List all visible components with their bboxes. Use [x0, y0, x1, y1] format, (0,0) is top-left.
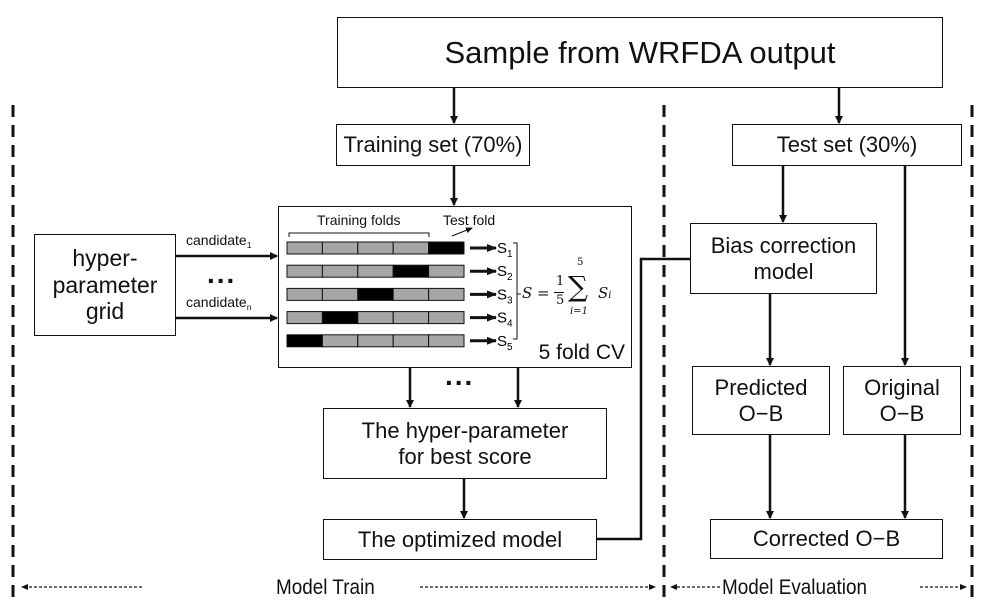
- training-set-box: Training set (70%): [336, 124, 530, 166]
- train-fold-segment: [357, 241, 394, 255]
- train-fold-segment: [357, 334, 394, 348]
- formula-sum-lower: i=1: [570, 306, 588, 317]
- predicted-line-2: O−B: [738, 400, 784, 426]
- candidate-ellipsis: ...: [207, 258, 237, 289]
- cv-formula: S = 1 5 5 ∑ i=1 Si: [522, 257, 626, 342]
- optimized-model-box: The optimized model: [323, 519, 597, 560]
- fold-score-label: S1: [497, 240, 513, 260]
- source-box-label: Sample from WRFDA output: [444, 34, 836, 70]
- formula-frac-num: 1: [556, 274, 565, 289]
- train-fold-segment: [321, 287, 359, 301]
- test-fold-segment: [321, 311, 359, 325]
- fold-score-label: S3: [497, 286, 513, 306]
- test-fold-label: Test fold: [443, 212, 496, 228]
- train-fold-segment: [286, 241, 323, 255]
- optimized-model-label: The optimized model: [357, 526, 563, 552]
- candidate-n-text: candidate: [186, 294, 247, 310]
- train-fold-segment: [286, 287, 323, 301]
- test-set-box: Test set (30%): [732, 124, 962, 166]
- train-fold-segment: [428, 311, 465, 325]
- train-fold-segment: [357, 311, 394, 325]
- train-fold-segment: [321, 241, 359, 255]
- train-fold-segment: [286, 311, 323, 325]
- fold-score-subscript: 5: [507, 342, 513, 353]
- cv-title: 5 fold CV: [538, 340, 625, 364]
- section-eval-label: Model Evaluation: [722, 576, 867, 599]
- formula-sum-upper: 5: [577, 257, 584, 268]
- train-fold-segment: [321, 264, 359, 278]
- grid-label-line-1: hyper-: [72, 245, 138, 272]
- fold-score-subscript: 1: [507, 249, 513, 260]
- best-hyperparameter-line-2: for best score: [398, 443, 532, 469]
- candidate-1-subscript: 1: [246, 240, 252, 251]
- test-fold-segment: [392, 264, 430, 278]
- corrected-ob-box: Corrected O−B: [710, 519, 943, 559]
- original-line-2: O−B: [879, 400, 925, 426]
- best-hyperparameter-line-1: The hyper-parameter: [361, 418, 569, 444]
- bias-model-box: Bias correction model: [690, 223, 877, 294]
- candidate-1-text: candidate: [186, 232, 247, 248]
- train-fold-segment: [428, 287, 465, 301]
- bias-model-line-2: model: [753, 258, 814, 284]
- hyperparameter-grid-box: hyper- parameter grid: [34, 234, 176, 336]
- best-hyperparameter-box: The hyper-parameter for best score: [323, 408, 607, 479]
- fold-score-label: S4: [497, 310, 513, 330]
- test-fold-segment: [357, 287, 394, 301]
- formula-term: Si: [598, 284, 611, 302]
- train-fold-segment: [286, 264, 323, 278]
- test-fold-segment: [428, 241, 465, 255]
- grid-label-line-3: grid: [85, 298, 125, 325]
- fold-score-subscript: 3: [507, 295, 513, 306]
- formula-lhs: S =: [522, 284, 550, 302]
- formula-frac-bar: [554, 292, 564, 293]
- grid-label-line-2: parameter: [52, 271, 158, 298]
- train-fold-segment: [392, 311, 430, 325]
- formula-sum-symbol: ∑: [568, 270, 588, 303]
- train-fold-segment: [392, 334, 430, 348]
- score-brace: [513, 242, 521, 340]
- connector-optimized-to-bias: [596, 257, 690, 541]
- formula-frac-den: 5: [556, 293, 565, 308]
- bias-model-line-1: Bias correction: [710, 233, 857, 259]
- fold-score-label: S5: [497, 333, 513, 353]
- candidate-n-label: candidaten: [186, 294, 252, 312]
- predicted-ob-box: Predicted O−B: [692, 366, 830, 435]
- training-folds-label: Training folds: [317, 212, 401, 228]
- test-fold-segment: [286, 334, 323, 348]
- train-fold-segment: [428, 264, 465, 278]
- training-set-label: Training set (70%): [343, 132, 523, 158]
- fold-score-subscript: 4: [507, 319, 513, 330]
- original-ob-box: Original O−B: [843, 366, 961, 435]
- fold-score-label: S2: [497, 263, 513, 283]
- section-train-label: Model Train: [276, 576, 375, 599]
- predicted-line-1: Predicted: [714, 375, 808, 401]
- test-set-label: Test set (30%): [776, 132, 918, 158]
- train-fold-segment: [392, 241, 430, 255]
- formula-term-symbol: S: [598, 284, 609, 302]
- test-fold-pointer: [451, 227, 473, 237]
- training-folds-bracket: [288, 232, 430, 237]
- candidate-n-subscript: n: [246, 302, 252, 313]
- source-box: Sample from WRFDA output: [337, 17, 943, 88]
- corrected-label: Corrected O−B: [752, 526, 901, 552]
- cv-ellipsis: ...: [445, 360, 475, 391]
- fold-score-subscript: 2: [507, 272, 513, 283]
- train-fold-segment: [392, 287, 430, 301]
- formula-term-sub: i: [608, 290, 612, 301]
- original-line-1: Original: [864, 375, 940, 401]
- train-fold-segment: [357, 264, 394, 278]
- train-fold-segment: [321, 334, 359, 348]
- candidate-1-label: candidate1: [186, 232, 252, 250]
- train-fold-segment: [428, 334, 465, 348]
